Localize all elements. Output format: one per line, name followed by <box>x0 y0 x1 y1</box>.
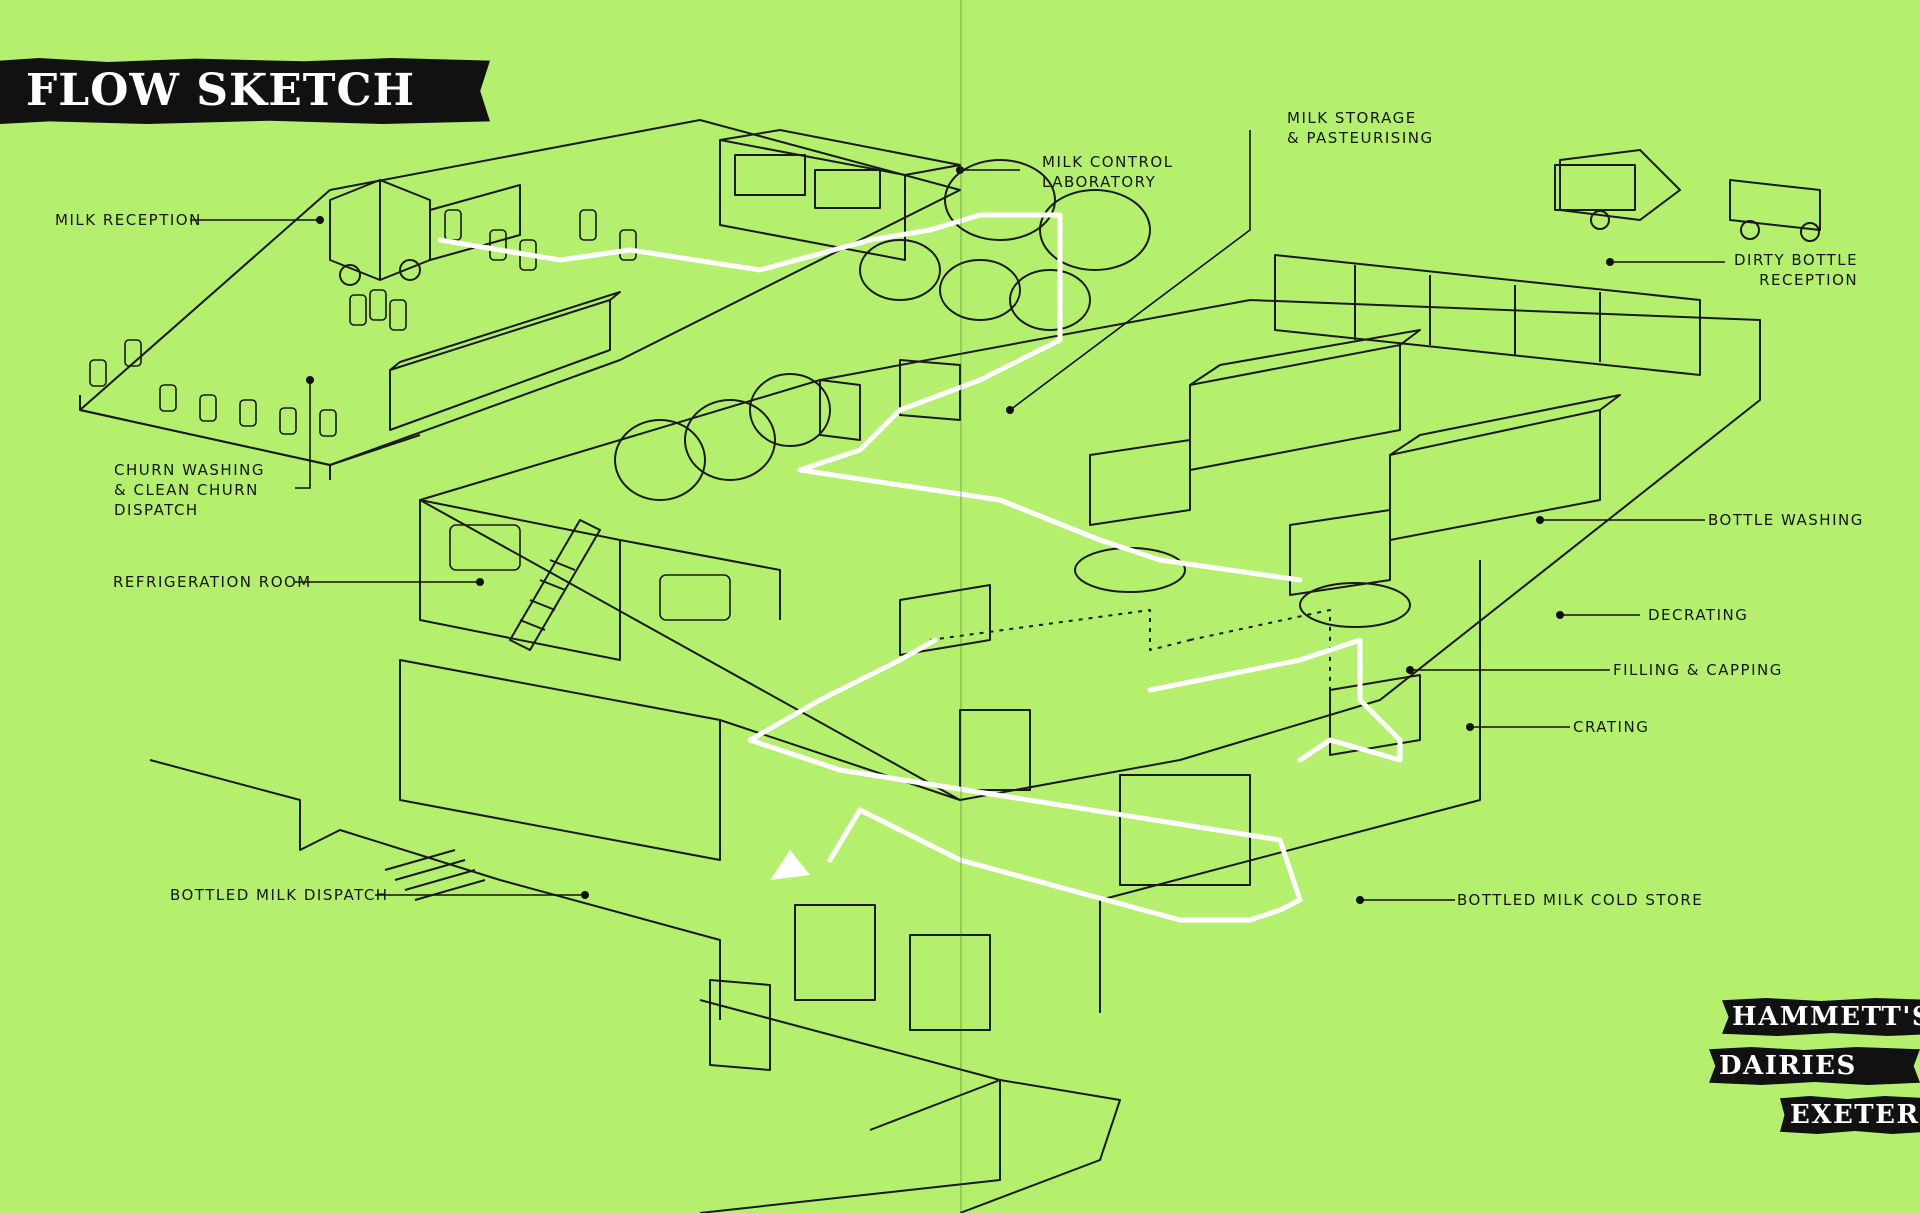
lorry-wheel <box>1800 222 1820 242</box>
crate-stack <box>794 904 876 1001</box>
label-line: & CLEAN CHURN <box>114 481 259 499</box>
lab-window <box>734 154 806 196</box>
lorry-wheel <box>1740 220 1760 240</box>
dirty-bottle-wall <box>1274 254 1701 376</box>
loading-bay <box>699 979 1001 1213</box>
label-line: MILK CONTROL <box>1042 153 1174 171</box>
label-milk-reception: MILK RECEPTION <box>55 211 202 229</box>
brand-line-exeter: EXETER <box>1780 1096 1920 1134</box>
label-refrigeration-room: REFRIGERATION ROOM <box>113 573 312 591</box>
laboratory-building <box>719 129 961 261</box>
label-line: RECEPTION <box>1759 271 1859 289</box>
label-milk-control-laboratory: MILK CONTROL LABORATORY <box>1042 152 1174 192</box>
delivery-lorry <box>1559 149 1681 221</box>
dispatch-platform <box>149 759 721 1020</box>
lab-window <box>814 169 881 209</box>
crate-stack <box>909 934 991 1031</box>
label-dirty-bottle-reception: DIRTY BOTTLE RECEPTION <box>1734 250 1858 290</box>
label-line: MILK STORAGE <box>1287 109 1417 127</box>
leader-dots <box>306 166 1614 904</box>
lorry-wheel <box>339 264 361 286</box>
churn-conveyor <box>79 395 421 480</box>
label-crating: CRATING <box>1573 718 1650 736</box>
dispatch-arrow <box>770 850 810 880</box>
label-bottle-washing: BOTTLE WASHING <box>1708 511 1864 529</box>
lorry-wheel <box>399 259 421 281</box>
leader-lines <box>190 130 1725 901</box>
label-bottled-milk-dispatch: BOTTLED MILK DISPATCH <box>170 886 389 904</box>
label-line: DISPATCH <box>114 501 199 519</box>
storage-tanks <box>614 159 1151 501</box>
label-line: DIRTY BOTTLE <box>1734 251 1859 269</box>
label-line: & PASTEURISING <box>1287 129 1434 147</box>
bottle-conveyor <box>929 609 1331 690</box>
crate-stack <box>959 709 1031 791</box>
reception-platform <box>79 119 961 466</box>
brand-line-dairies-ltd: DAIRIES LTD <box>1709 1047 1920 1085</box>
delivery-lorry <box>1729 179 1821 231</box>
brand-line-hammetts: HAMMETT'S <box>1722 998 1920 1036</box>
crating-machines <box>899 584 1421 756</box>
churn-row <box>89 209 637 437</box>
churn-washer-tunnel <box>389 291 621 431</box>
dispatch-steps <box>384 849 486 901</box>
label-bottled-milk-cold-store: BOTTLED MILK COLD STORE <box>1457 891 1704 909</box>
fillers <box>1074 547 1411 628</box>
page-title: FLOW SKETCH PLAN <box>0 58 490 124</box>
process-flow-path <box>437 212 1403 923</box>
label-churn-washing: CHURN WASHING & CLEAN CHURN DISPATCH <box>114 460 265 520</box>
label-milk-storage: MILK STORAGE & PASTEURISING <box>1287 108 1434 148</box>
crate-stack <box>1119 774 1251 886</box>
main-floor-wall <box>419 299 1761 801</box>
label-line: LABORATORY <box>1042 173 1157 191</box>
refrigeration-room <box>419 499 781 661</box>
label-filling-capping: FILLING & CAPPING <box>1613 661 1783 679</box>
lorry-crates <box>1554 164 1636 211</box>
pasteuriser <box>819 359 961 441</box>
exit-lorry <box>869 1079 1121 1213</box>
lorry-wheel <box>1590 210 1610 230</box>
staircase <box>509 519 601 651</box>
label-decrating: DECRATING <box>1648 606 1749 624</box>
page-fold <box>960 0 962 1213</box>
bottle-washers <box>1089 329 1621 596</box>
compressors <box>449 524 731 621</box>
label-line: CHURN WASHING <box>114 461 265 479</box>
